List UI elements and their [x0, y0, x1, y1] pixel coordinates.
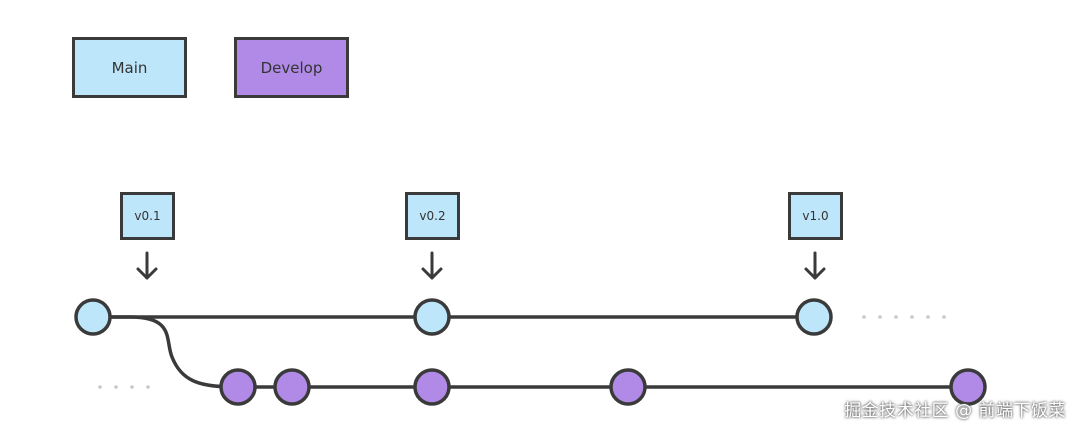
tag-arrow [421, 251, 443, 280]
tag-label: v1.0 [802, 209, 829, 223]
main-commit [795, 298, 833, 336]
develop-commit [273, 368, 311, 406]
legend-main: Main [72, 37, 187, 98]
tag-arrow [136, 251, 158, 280]
develop-commit [609, 368, 647, 406]
develop-commit [219, 368, 257, 406]
develop-commit [949, 368, 987, 406]
main-commit [413, 298, 451, 336]
develop-commit [413, 368, 451, 406]
tag-v1-0: v1.0 [788, 192, 843, 240]
legend-develop-label: Develop [260, 58, 323, 77]
main-continuation-dots [862, 315, 946, 319]
tag-label: v0.1 [134, 209, 161, 223]
tag-arrow [804, 251, 826, 280]
develop-leading-dots [98, 385, 150, 389]
tag-label: v0.2 [419, 209, 446, 223]
develop-branch-curve [93, 315, 239, 389]
tag-v0-2: v0.2 [405, 192, 460, 240]
legend-develop: Develop [234, 37, 349, 98]
tag-v0-1: v0.1 [120, 192, 175, 240]
legend-main-label: Main [111, 58, 148, 77]
main-commit [74, 298, 112, 336]
watermark: 掘金技术社区 @ 前端下饭菜 [844, 401, 1066, 421]
